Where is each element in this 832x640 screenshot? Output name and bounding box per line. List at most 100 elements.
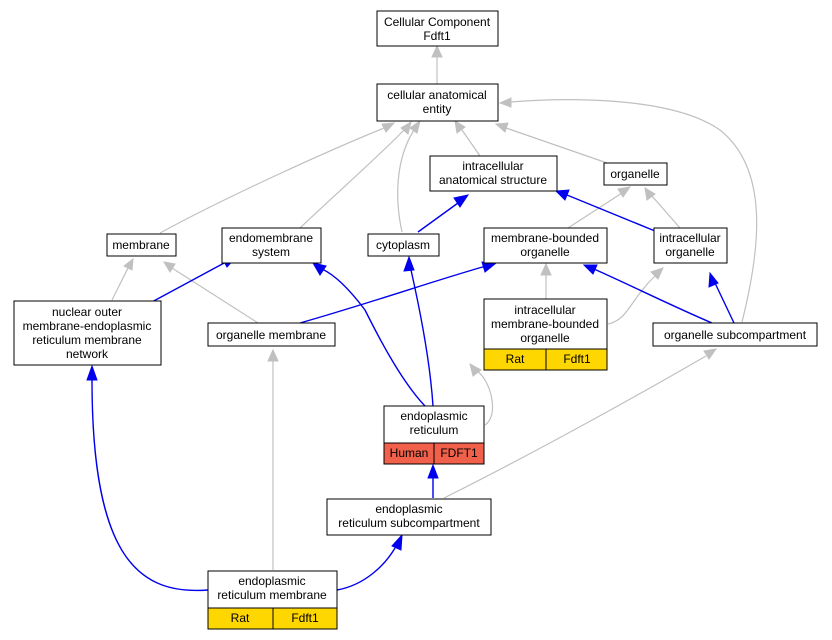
node-intracellular-organelle[interactable]: intracellular organelle [653,227,728,264]
arrowhead [617,186,632,198]
edge-ias-to-cae [461,129,481,157]
node-label-line: nuclear outer [52,305,122,319]
edge-imbo-to-io [607,275,656,325]
edge-er-to-imbo [477,371,494,426]
annotation-gene[interactable]: FDFT1 [433,442,485,465]
annotation-rat[interactable]: Rat [207,607,274,630]
arrowhead [381,122,396,133]
node-label-line: Cellular Component [384,15,491,29]
node-label-line: endoplasmic [238,574,305,588]
node-label-line: anatomical structure [439,173,547,187]
arrowhead [86,364,98,381]
arrowhead [267,348,279,362]
arrowhead [123,257,134,271]
arrowhead [454,120,466,134]
node-label-line: network [66,347,109,361]
edge-osc-to-mbo [593,268,713,324]
annotation-species: Human [390,446,429,460]
edge-ersc-to-osc [443,355,707,499]
edge-io-to-organelle [651,195,681,229]
node-er-subcompartment[interactable]: endoplasmic reticulum subcompartment [326,498,492,536]
node-label-line: cytoplasm [376,238,430,252]
edge-mbo-to-organelle [567,192,623,229]
edge-endomembrane-to-cae [299,129,405,229]
arrowhead [498,97,512,108]
node-label-line: organelle membrane [216,328,326,342]
edge-om-to-mbo [299,265,487,324]
arrowhead [311,262,327,276]
node-er-membrane[interactable]: endoplasmic reticulum membrane Rat Fdft1 [207,570,338,630]
edge-erm-to-nomern [91,379,209,592]
node-membrane[interactable]: membrane [106,233,177,257]
annotation-human[interactable]: Human [383,442,435,465]
node-label-line: organelle subcompartment [664,328,807,342]
annotation-gene-symbol: FDFT1 [440,446,478,460]
node-cellular-component[interactable]: Cellular Component Fdft1 [376,10,499,47]
arrowhead [554,189,570,201]
edge-organelle-to-cae [505,127,611,165]
arrowhead [409,119,421,134]
node-membrane-bounded-organelle[interactable]: membrane-bounded organelle [483,227,608,264]
node-label-line: membrane-bounded [491,317,599,331]
node-label-line: reticulum [410,423,459,437]
node-organelle-membrane[interactable]: organelle membrane [207,322,336,347]
annotation-gene[interactable]: Fdft1 [272,607,338,630]
arrowhead [391,533,403,551]
node-label-line: intracellular [462,159,523,173]
annotation-gene-symbol: Fdft1 [563,352,591,366]
node-label-line: intracellular [659,231,720,245]
arrowhead [540,262,552,276]
annotation-rat[interactable]: Rat [483,348,547,371]
arrowhead [582,264,598,275]
edge-cytoplasm-to-ias [417,202,459,233]
annotation-species: Rat [231,611,250,625]
edge-er-to-endomembrane [321,268,426,407]
edge-nomern-to-endomembrane [149,261,227,304]
node-intracellular-membrane-bounded-organelle[interactable]: intracellular membrane-bounded organelle… [483,298,608,371]
arrowhead [427,463,439,479]
node-label-line: membrane-endoplasmic [23,319,152,333]
arrowhead [469,363,482,377]
annotation-gene-symbol: Fdft1 [291,611,319,625]
arrowhead [431,44,443,58]
edge-membrane-to-cae [159,127,385,234]
arrowhead [644,187,656,201]
edges [86,44,758,592]
edge-nomern-to-membrane [111,267,129,301]
node-cytoplasm[interactable]: cytoplasm [367,233,440,257]
edge-om-to-membrane [171,267,259,324]
node-label-line: reticulum membrane [32,333,142,347]
node-endoplasmic-reticulum[interactable]: endoplasmic reticulum Human FDFT1 [383,405,485,465]
node-label-line: Fdft1 [423,29,451,43]
node-label-line: organelle [610,167,660,181]
edge-cytoplasm-to-cae [397,129,415,233]
node-label-line: organelle [520,331,570,345]
node-label-line: reticulum membrane [217,588,327,602]
node-label-line: entity [423,102,452,116]
node-label-line: system [252,245,290,259]
arrowhead [163,261,176,273]
node-nuclear-outer-membrane-er-network[interactable]: nuclear outer membrane-endoplasmic retic… [13,300,162,366]
node-intracellular-anatomical-structure[interactable]: intracellular anatomical structure [429,155,558,192]
node-organelle-subcompartment[interactable]: organelle subcompartment [652,322,818,347]
node-label-line: endomembrane [229,231,313,245]
node-label-line: organelle [665,245,715,259]
node-label-line: endoplasmic [375,502,442,516]
edge-osc-to-io [714,282,735,324]
node-label-line: reticulum subcompartment [338,516,480,530]
node-cellular-anatomical-entity[interactable]: cellular anatomical entity [376,83,499,122]
node-label-line: membrane [112,238,170,252]
arrowhead [650,267,664,280]
edge-io-to-ias [566,194,656,232]
annotation-gene[interactable]: Fdft1 [545,348,608,371]
node-endomembrane-system[interactable]: endomembrane system [221,227,322,264]
node-organelle[interactable]: organelle [603,162,668,186]
node-label-line: cellular anatomical [387,88,486,102]
arrowhead [494,122,509,133]
annotation-species: Rat [506,352,525,366]
node-label-line: intracellular [514,303,575,317]
nodes: Cellular Component Fdft1 cellular anatom… [13,10,818,630]
arrowhead [708,271,719,288]
arrowhead [453,194,470,208]
